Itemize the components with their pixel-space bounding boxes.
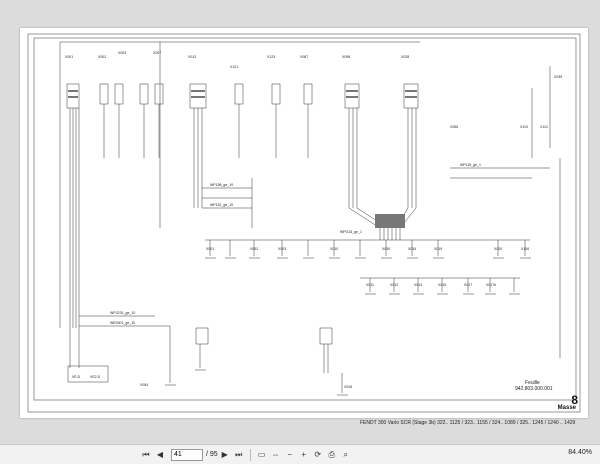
label-x011: X011 <box>366 283 374 287</box>
label-x010: X010 <box>330 247 338 251</box>
label-x098: X098 <box>342 55 350 59</box>
label-x002b: X002 <box>250 247 258 251</box>
wire-label-c: WPG15_ge_1 <box>340 230 362 234</box>
label-x001: X001 <box>65 55 73 59</box>
first-page-icon[interactable]: ⏮ <box>142 449 150 459</box>
rotate-icon[interactable]: ⟳ <box>314 450 322 459</box>
label-x087: X087 <box>300 55 308 59</box>
prev-page-icon[interactable]: ◀ <box>156 450 164 459</box>
page-navigator: / 95 <box>171 448 218 461</box>
wire-label-b: WE5301_ge_10 <box>110 321 135 325</box>
page-number-input[interactable] <box>171 448 203 461</box>
label-x014: X014 <box>414 283 422 287</box>
label-x110: X110 <box>520 125 528 129</box>
label-x030: X030 <box>382 247 390 251</box>
label-x007: X007 <box>153 51 161 55</box>
toolbar-separator <box>249 448 251 461</box>
zoom-in-icon[interactable]: + <box>301 450 307 459</box>
wire-label-a: WFS231_ge_10 <box>110 311 135 315</box>
page-total: / 95 <box>206 451 218 458</box>
label-x054: X054 <box>140 383 148 387</box>
label-x003b: X003 <box>278 247 286 251</box>
pdf-toolbar: ⏮ ◀ / 95 ▶ ⏭ ▭ ⇔ − + ⟳ ⎙ ⌕ 84.40% <box>0 444 600 464</box>
label-ve: VE.D <box>72 375 81 379</box>
label-x012: X012 <box>390 283 398 287</box>
label-x112: X112 <box>540 125 548 129</box>
label-x019: X019 <box>434 247 442 251</box>
doc-ref-top: Feuille <box>525 380 540 386</box>
sheet-title: Masse <box>557 405 576 411</box>
label-x028: X028 <box>401 55 409 59</box>
wiring-diagram: X001 X002 X003 X007 X013 X121 X123 X087 … <box>27 33 581 413</box>
label-x017: X017 <box>464 283 472 287</box>
wire-label-e: WP158_ge_10 <box>210 183 233 187</box>
label-x106: X106 <box>521 247 529 251</box>
label-x002: X002 <box>98 55 106 59</box>
label-x001b: X001 <box>206 247 214 251</box>
label-x017b: X017b <box>486 283 496 287</box>
document-page: X001 X002 X003 X007 X013 X121 X123 X087 … <box>20 28 588 426</box>
wire-label-f: WP161_ge_10 <box>210 203 233 207</box>
search-icon[interactable]: ⌕ <box>343 449 348 459</box>
fit-width-icon[interactable]: ⇔ <box>271 450 280 459</box>
wire-label-d: WP115_ge_1 <box>460 163 481 167</box>
label-x016: X016 <box>344 385 352 389</box>
print-icon[interactable]: ⎙ <box>328 449 335 459</box>
zoom-level: 84.40% <box>568 449 592 456</box>
sheet-number: 8 <box>571 393 578 407</box>
label-x013: X013 <box>188 55 196 59</box>
last-page-icon[interactable]: ⏭ <box>235 449 243 459</box>
label-x035: X035 <box>554 75 562 79</box>
label-x123: X123 <box>267 55 275 59</box>
label-x121: X121 <box>230 65 238 69</box>
label-x003: X003 <box>118 51 126 55</box>
next-page-icon[interactable]: ▶ <box>221 450 228 459</box>
footer-model-text: FENDT 300 Vario SCR (Stage 3b) 322.. 112… <box>360 420 576 426</box>
label-x020: X020 <box>494 247 502 251</box>
zoom-out-icon[interactable]: − <box>287 450 293 459</box>
label-x015: X015 <box>438 283 446 287</box>
label-x056: X056 <box>450 125 458 129</box>
fit-page-icon[interactable]: ▭ <box>257 450 266 459</box>
doc-ref-bottom: 942.803.000.001 <box>515 386 553 392</box>
label-x034: X034 <box>408 247 416 251</box>
label-ve2: VE2.D <box>90 375 101 379</box>
